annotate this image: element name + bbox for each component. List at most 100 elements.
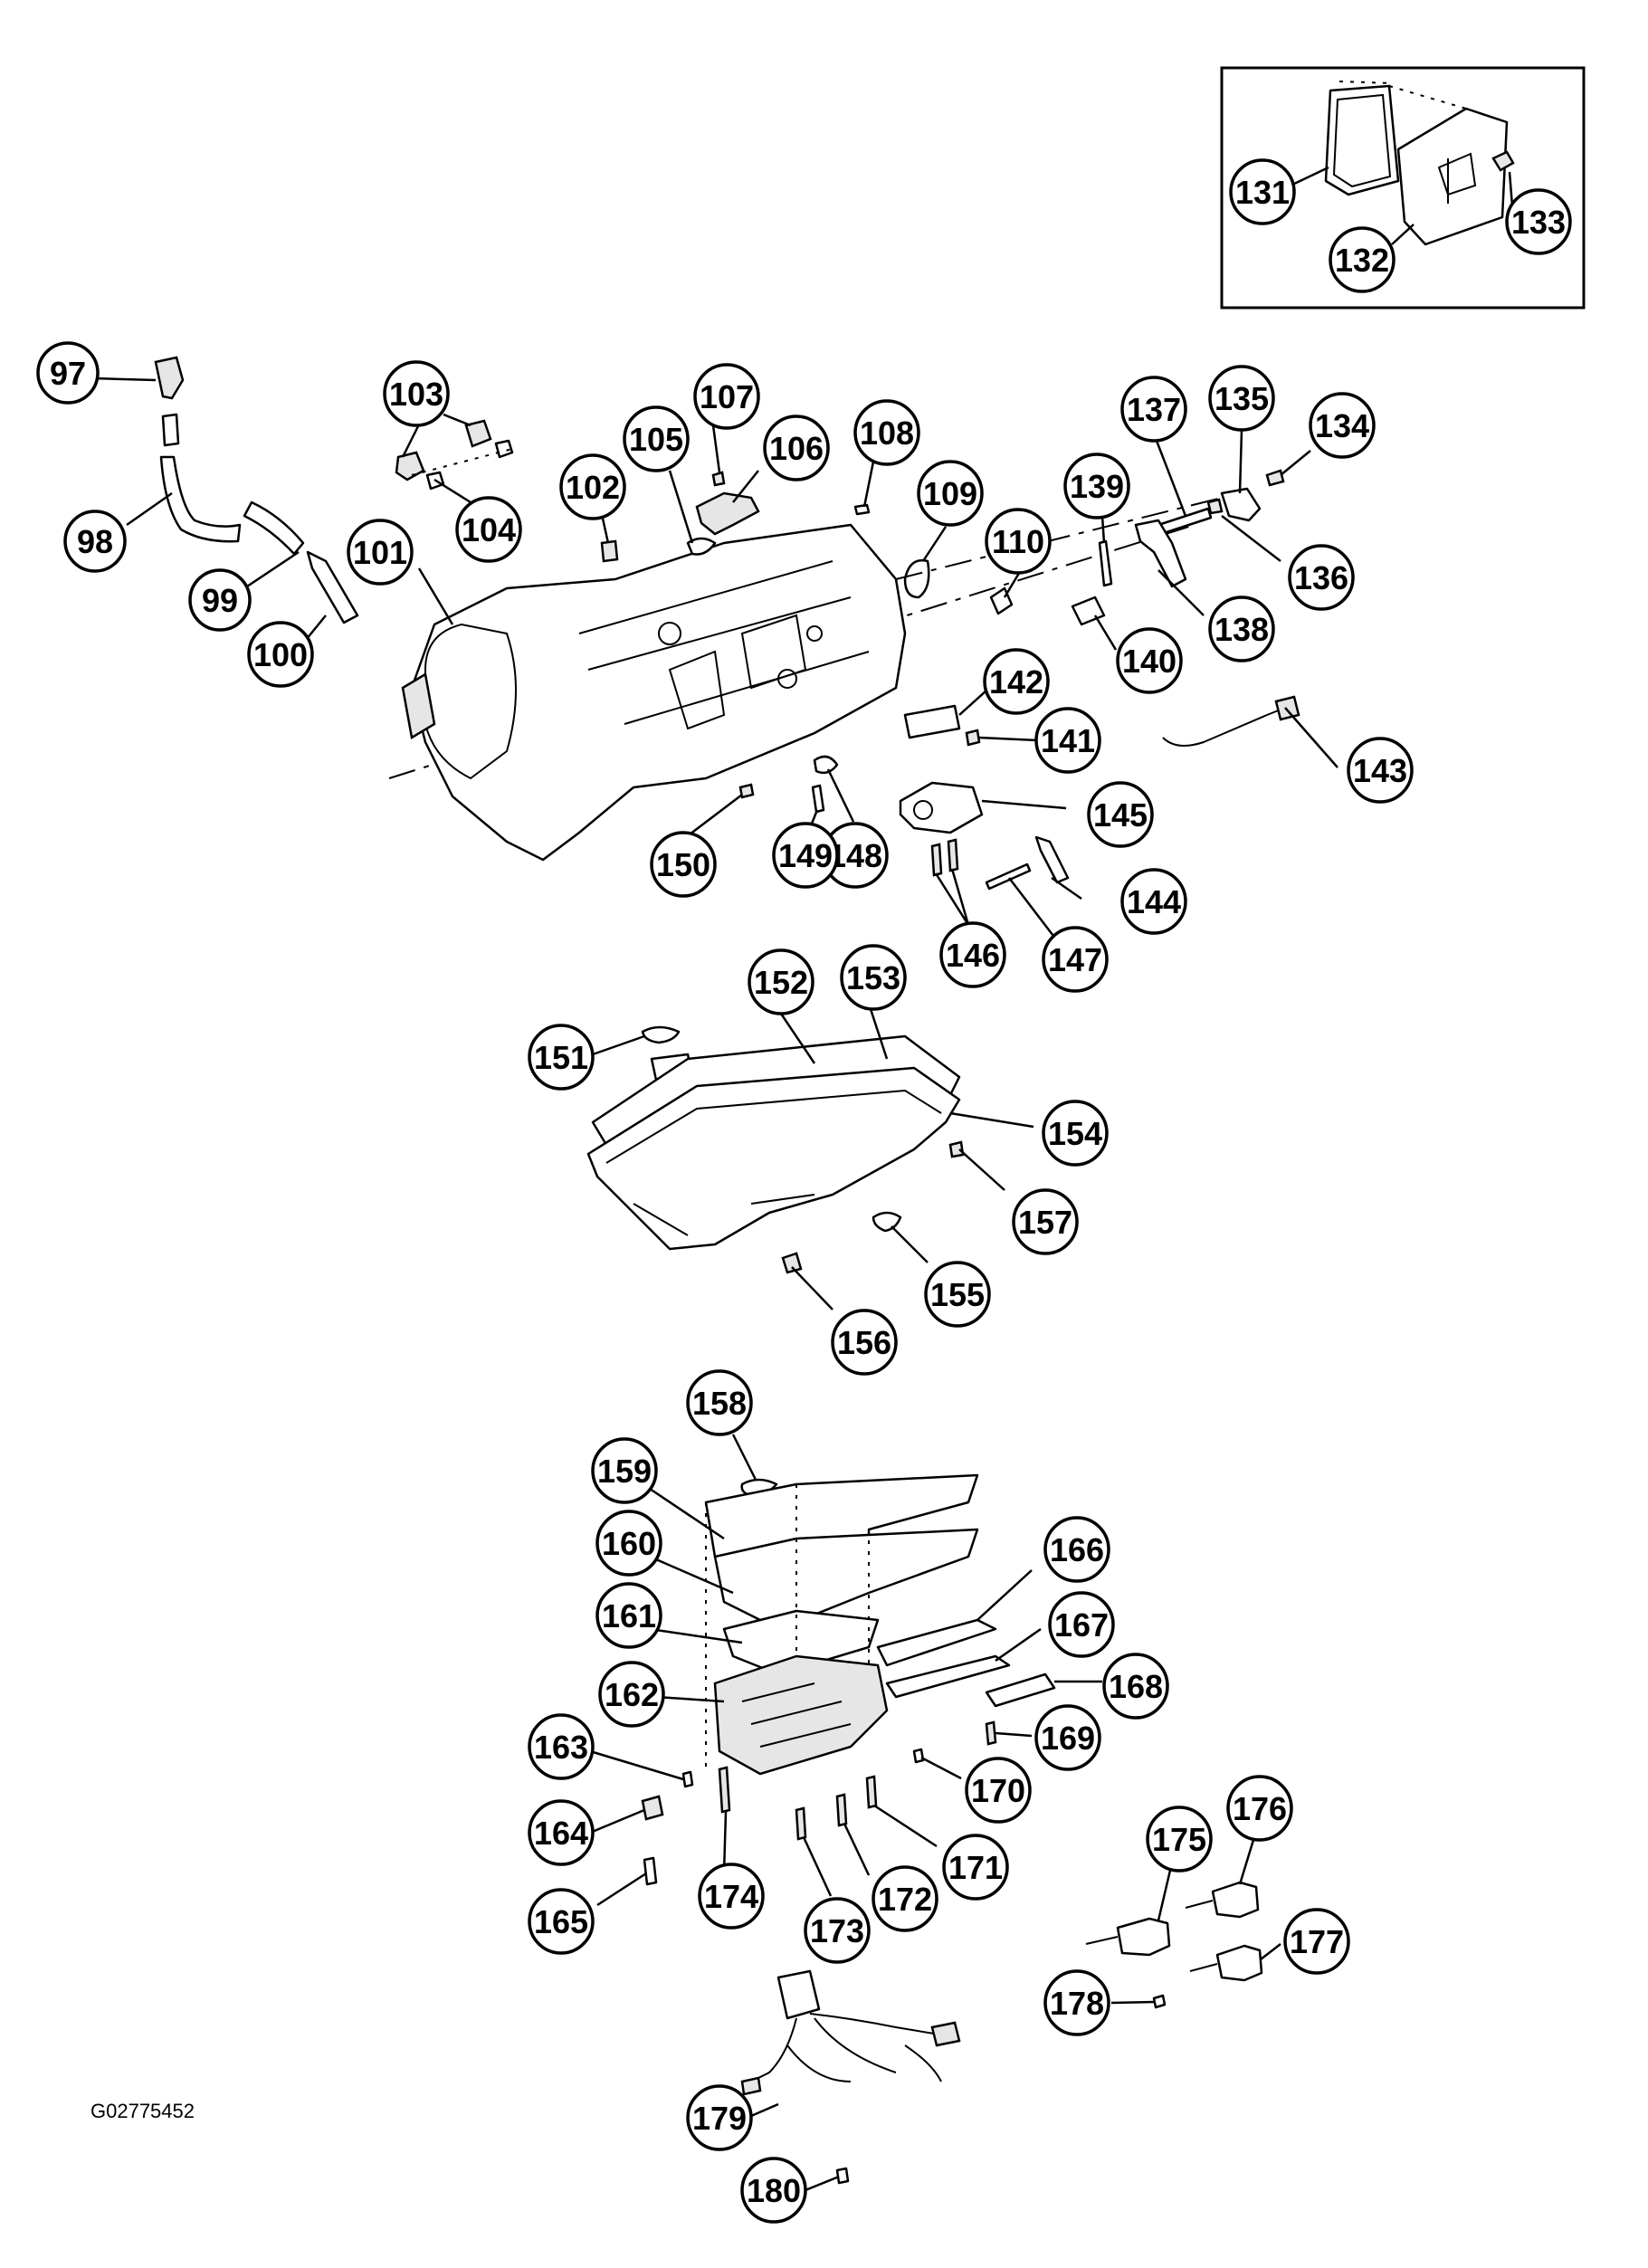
callout-circle <box>1043 1516 1110 1583</box>
callout-167: 167 <box>1048 1591 1115 1658</box>
callout-163: 163 <box>528 1713 595 1780</box>
callout-149: 149 <box>772 822 839 889</box>
callout-number: 102 <box>566 469 620 506</box>
callout-number: 173 <box>810 1912 864 1949</box>
callout-number: 140 <box>1122 643 1176 680</box>
callout-108: 108 <box>853 399 920 466</box>
part-131-gasket <box>1324 84 1400 196</box>
callout-160: 160 <box>595 1510 662 1577</box>
callout-152: 152 <box>748 948 814 1015</box>
callout-circle <box>1309 392 1376 459</box>
callout-161: 161 <box>595 1582 662 1649</box>
callout-circle <box>559 453 626 520</box>
callout-number: 132 <box>1335 242 1389 279</box>
callout-136: 136 <box>1288 544 1355 611</box>
part-97-dipstick-handle <box>154 356 185 400</box>
part-135-bracket <box>1220 487 1262 522</box>
callout-138: 138 <box>1208 596 1275 662</box>
callout-number: 169 <box>1041 1720 1095 1757</box>
part-105-seal <box>686 537 717 556</box>
callout-number: 163 <box>534 1729 588 1766</box>
part-175-solenoid <box>1116 1917 1171 1957</box>
part-156-plug <box>781 1252 803 1274</box>
callout-133: 133 <box>1505 188 1572 255</box>
callout-number: 142 <box>989 663 1043 700</box>
oil-pan-assembly <box>586 1025 965 1274</box>
callout-number: 136 <box>1294 559 1348 596</box>
callout-number: 157 <box>1018 1204 1072 1241</box>
callout-173: 173 <box>804 1897 871 1964</box>
callout-146: 146 <box>939 921 1006 988</box>
part-168-solenoid <box>985 1672 1056 1708</box>
callout-number: 135 <box>1215 380 1269 417</box>
callout-151: 151 <box>528 1024 595 1091</box>
callout-155: 155 <box>924 1261 991 1328</box>
part-155-magnet <box>872 1211 902 1233</box>
callout-106: 106 <box>763 415 830 481</box>
callout-176: 176 <box>1226 1775 1293 1842</box>
dipstick-assembly <box>154 356 359 624</box>
callout-circle <box>831 1309 898 1376</box>
callout-143: 143 <box>1347 737 1414 804</box>
callout-circle <box>1012 1188 1079 1255</box>
callout-177: 177 <box>1283 1908 1350 1975</box>
callout-number: 137 <box>1127 391 1181 428</box>
callout-circle <box>1102 1653 1169 1720</box>
part-100-tube <box>306 550 359 624</box>
part-134-bolt <box>1265 469 1285 487</box>
callout-number: 144 <box>1127 883 1181 920</box>
callout-109: 109 <box>917 460 984 527</box>
callout-172: 172 <box>872 1865 938 1932</box>
callout-number: 155 <box>930 1276 985 1313</box>
callout-number: 174 <box>704 1878 758 1915</box>
callout-number: 154 <box>1048 1115 1102 1152</box>
part-107-bolt <box>711 471 726 487</box>
callout-number: 179 <box>692 2100 747 2137</box>
callout-circle <box>804 1897 871 1964</box>
callout-circle <box>740 2157 807 2224</box>
lower-case-hardware <box>738 695 1300 891</box>
part-139-pin <box>1098 539 1113 587</box>
callout-circle <box>1146 1806 1213 1873</box>
callout-153: 153 <box>840 944 907 1011</box>
callout-circle <box>455 496 522 563</box>
callout-circle <box>693 363 760 430</box>
part-142-plate <box>903 704 961 739</box>
callout-circle <box>748 948 814 1015</box>
part-157-bolt <box>948 1140 965 1158</box>
callout-circle <box>1347 737 1414 804</box>
part-151-filter-seal <box>641 1025 681 1044</box>
callout-169: 169 <box>1034 1704 1101 1771</box>
callout-number: 134 <box>1315 407 1369 444</box>
callout-number: 167 <box>1054 1606 1109 1644</box>
callout-158: 158 <box>686 1369 753 1436</box>
callout-135: 135 <box>1208 365 1275 432</box>
callout-circle <box>772 822 839 889</box>
part-167-gasket <box>885 1654 1011 1699</box>
callout-number: 178 <box>1050 1985 1104 2022</box>
part-178-clip <box>1152 1994 1167 2009</box>
part-176-solenoid <box>1211 1881 1260 1919</box>
callout-105: 105 <box>623 405 690 472</box>
part-180-pin <box>835 2167 850 2185</box>
callout-circle <box>1034 707 1101 774</box>
callout-number: 176 <box>1233 1790 1287 1827</box>
callout-154: 154 <box>1042 1100 1109 1167</box>
callout-circle <box>1226 1775 1293 1842</box>
part-103-fitting-a <box>395 451 425 481</box>
part-162-valve-body <box>713 1654 889 1776</box>
part-177-solenoid <box>1215 1944 1263 1982</box>
part-171-bolt <box>865 1775 878 1809</box>
callout-number: 170 <box>971 1772 1025 1809</box>
wiring-harness <box>740 1969 961 2185</box>
callout-170: 170 <box>965 1757 1032 1824</box>
callout-110: 110 <box>985 508 1052 575</box>
callout-137: 137 <box>1120 376 1187 443</box>
callout-100: 100 <box>247 621 314 688</box>
callout-165: 165 <box>528 1888 595 1955</box>
figure-id: G02775452 <box>90 2100 195 2122</box>
part-163-pin <box>681 1770 694 1788</box>
callout-circle <box>595 1510 662 1577</box>
part-148-ring <box>813 755 839 775</box>
callout-circle <box>1208 365 1275 432</box>
